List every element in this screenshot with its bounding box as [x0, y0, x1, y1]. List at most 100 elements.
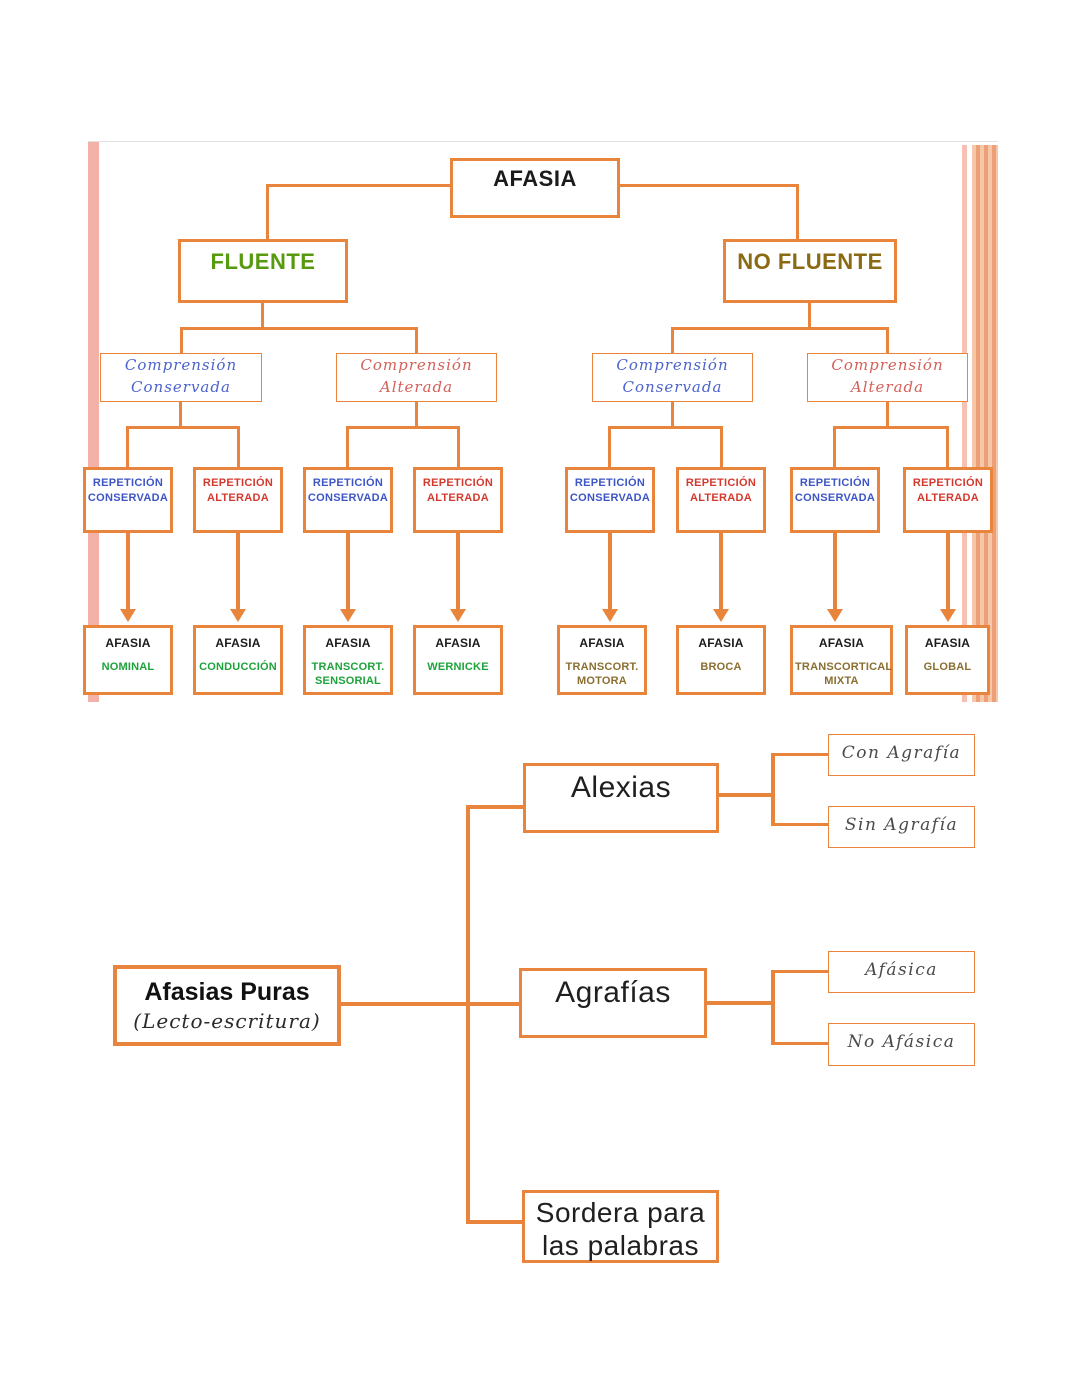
connector-line [771, 753, 828, 756]
node-label: Comprensión [616, 356, 729, 374]
node-sin-agrafia: Sin Agrafía [828, 806, 975, 848]
node-con-agrafia: Con Agrafía [828, 734, 975, 776]
connector-line [237, 426, 240, 467]
node-label: CONSERVADA [794, 492, 876, 504]
node-afasia-transcortical-mixta: AFASIA TRANSCORTICAL MIXTA [790, 625, 893, 695]
node-afasias-puras: Afasias Puras (Lecto-escritura) [113, 965, 341, 1046]
node-label: CONDUCCIÓN [199, 661, 277, 673]
connector-line [771, 823, 828, 826]
connector-line [457, 426, 460, 467]
connector-line [771, 970, 828, 973]
node-comprension-alterada-1: Comprensión Alterada [336, 353, 497, 402]
connector-line [771, 1042, 828, 1045]
node-afasica: Afásica [828, 951, 975, 993]
node-label: FLUENTE [210, 249, 316, 274]
node-label: Conservada [131, 378, 231, 396]
node-comprension-conservada-2: Comprensión Conservada [592, 353, 753, 402]
connector-line [180, 327, 183, 353]
node-label: AFASIA [435, 636, 481, 650]
node-label: Afásica [865, 960, 938, 980]
connector-line [946, 426, 949, 467]
node-repeticion-2: REPETICIÓN ALTERADA [193, 467, 283, 533]
node-label: Alterada [379, 378, 454, 396]
node-label: Alexias [570, 771, 672, 804]
node-repeticion-7: REPETICIÓN CONSERVADA [790, 467, 880, 533]
connector-line [886, 327, 889, 353]
connector-line [346, 426, 349, 467]
node-label: ALTERADA [426, 492, 490, 504]
down-arrow [939, 533, 956, 622]
node-label: ALTERADA [916, 492, 980, 504]
node-label: No Afásica [847, 1032, 956, 1052]
connector-line [126, 426, 129, 467]
node-afasia-broca: AFASIA BROCA [676, 625, 766, 695]
node-label: TRANSCORT. SENSORIAL [311, 661, 385, 687]
connector-line [266, 184, 269, 239]
node-afasia: AFASIA [450, 158, 620, 218]
connector-line [126, 426, 240, 429]
node-label: las palabras [542, 1230, 699, 1261]
connector-line [266, 184, 450, 187]
node-label: REPETICIÓN [574, 477, 646, 489]
node-label: CONSERVADA [307, 492, 389, 504]
node-label: TRANSCORT. MOTORA [565, 661, 639, 687]
node-label: NOMINAL [101, 661, 155, 673]
down-arrow [601, 533, 618, 622]
down-arrow [826, 533, 843, 622]
node-label: GLOBAL [923, 661, 972, 673]
node-label: Comprensión [360, 356, 473, 374]
node-repeticion-4: REPETICIÓN ALTERADA [413, 467, 503, 533]
connector-line [608, 426, 611, 467]
node-label: CONSERVADA [87, 492, 169, 504]
node-label: Comprensión [831, 356, 944, 374]
node-no-fluente: NO FLUENTE [723, 239, 897, 303]
node-label: Comprensión [124, 356, 238, 374]
connector-line [706, 1001, 773, 1005]
down-arrow [712, 533, 729, 622]
node-repeticion-8: REPETICIÓN ALTERADA [903, 467, 993, 533]
node-comprension-alterada-2: Comprensión Alterada [807, 353, 968, 402]
connector-line [833, 426, 836, 467]
node-label: ALTERADA [206, 492, 270, 504]
connector-line [671, 327, 674, 353]
node-label: AFASIA [579, 636, 625, 650]
node-afasia-global: AFASIA GLOBAL [905, 625, 990, 695]
node-label: BROCA [700, 661, 742, 673]
node-label: REPETICIÓN [685, 477, 757, 489]
node-agrafias: Agrafías [519, 968, 707, 1038]
connector-line [771, 753, 775, 826]
connector-line [415, 401, 418, 426]
node-label: AFASIA [325, 636, 371, 650]
node-label: (Lecto-escritura) [133, 1009, 321, 1033]
node-label: CONSERVADA [569, 492, 651, 504]
connector-line [808, 303, 811, 329]
arrowhead-icon [119, 609, 136, 622]
slide-top-border [88, 141, 998, 142]
node-label: Con Agrafía [841, 743, 962, 763]
down-arrow [119, 533, 136, 622]
node-label: REPETICIÓN [202, 477, 274, 489]
arrowhead-icon [229, 609, 246, 622]
node-afasia-transcort-sensorial: AFASIA TRANSCORT. SENSORIAL [303, 625, 393, 695]
node-sordera-para-las-palabras: Sordera para las palabras [522, 1190, 719, 1263]
node-repeticion-3: REPETICIÓN CONSERVADA [303, 467, 393, 533]
connector-line [466, 805, 470, 1224]
node-label: WERNICKE [427, 661, 489, 673]
node-label: AFASIA [698, 636, 744, 650]
node-repeticion-5: REPETICIÓN CONSERVADA [565, 467, 655, 533]
connector-line [620, 184, 799, 187]
connector-line [466, 1220, 522, 1224]
connector-line [671, 401, 674, 426]
arrowhead-icon [939, 609, 956, 622]
node-label: Agrafías [555, 976, 671, 1009]
node-label: REPETICIÓN [799, 477, 871, 489]
connector-line [671, 327, 889, 330]
node-comprension-conservada-1: Comprensión Conservada [100, 353, 262, 402]
connector-line [886, 401, 889, 426]
node-repeticion-1: REPETICIÓN CONSERVADA [83, 467, 173, 533]
arrowhead-icon [712, 609, 729, 622]
node-label: AFASIA [493, 166, 577, 191]
connector-line [261, 303, 264, 329]
right-margin-band [972, 145, 998, 702]
node-label: Conservada [622, 378, 723, 396]
